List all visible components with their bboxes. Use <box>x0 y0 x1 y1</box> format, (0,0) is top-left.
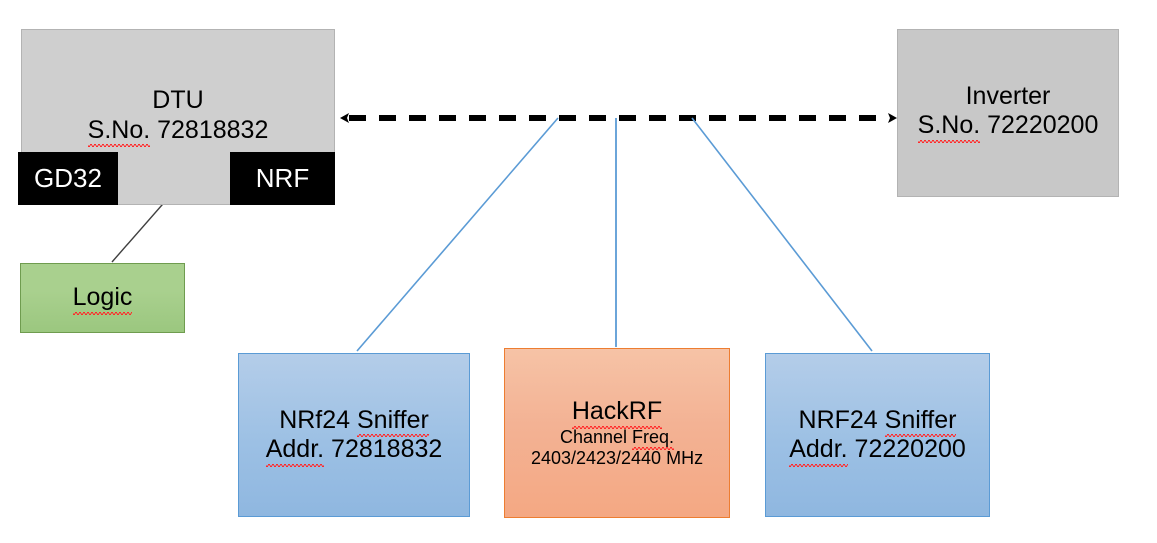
sniffer-right-addr-prefix: Addr. <box>789 435 848 466</box>
inverter-serial: S.No. 72220200 <box>917 111 1099 142</box>
logic-label: Logic <box>72 283 133 315</box>
sniffer-right-tap-line <box>691 117 873 352</box>
sniffer-right-addr: Addr. 72220200 <box>789 435 966 466</box>
sniffer-left-title-word: Sniffer <box>357 405 429 437</box>
hackrf-node[interactable]: HackRF Channel Freq. 2403/2423/2440 MHz <box>504 348 730 518</box>
inverter-serial-value: 72220200 <box>987 111 1099 139</box>
sniffer-right-addr-value: 72220200 <box>854 435 966 463</box>
sniffer-left-addr-prefix: Addr. <box>265 435 325 466</box>
dtu-title: DTU <box>152 86 204 114</box>
sniffer-left-tap-line <box>356 117 559 352</box>
dtu-serial: S.No. 72818832 <box>87 115 269 147</box>
inverter-node[interactable]: Inverter S.No. 72220200 <box>897 29 1119 197</box>
sniffer-left-title-prefix: NRf24 <box>279 405 357 434</box>
nrf-label: NRF <box>255 163 310 193</box>
dtu-serial-prefix: S.No. <box>87 115 151 147</box>
hackrf-title: HackRF <box>571 397 663 428</box>
gd32-node[interactable]: GD32 <box>18 152 118 205</box>
sniffer-left-addr: Addr. 72818832 <box>265 435 443 466</box>
sniffer-left-title: NRf24 Sniffer <box>279 405 429 437</box>
logic-node[interactable]: Logic <box>20 263 185 333</box>
inverter-title: Inverter <box>965 81 1051 110</box>
hackrf-channel-word: Freq. <box>632 426 675 451</box>
hackrf-title-word: HackRF <box>571 397 663 428</box>
hackrf-frequencies: 2403/2423/2440 MHz <box>530 447 704 468</box>
hackrf-channel-prefix: Channel <box>559 426 633 447</box>
sniffer-right-title: NRF24 Sniffer <box>798 405 957 437</box>
nrf24-sniffer-right-node[interactable]: NRF24 Sniffer Addr. 72220200 <box>765 353 990 517</box>
hackrf-channel-label: Channel Freq. <box>559 426 675 451</box>
sniffer-right-title-word: Sniffer <box>884 405 957 437</box>
dtu-serial-value: 72818832 <box>157 115 269 144</box>
inverter-serial-prefix: S.No. <box>917 111 981 142</box>
sniffer-right-title-prefix: NRF24 <box>798 405 885 434</box>
sniffer-left-addr-value: 72818832 <box>331 435 443 463</box>
nrf24-sniffer-left-node[interactable]: NRf24 Sniffer Addr. 72818832 <box>238 353 470 517</box>
nrf-node[interactable]: NRF <box>230 152 335 205</box>
gd32-label: GD32 <box>34 163 102 193</box>
